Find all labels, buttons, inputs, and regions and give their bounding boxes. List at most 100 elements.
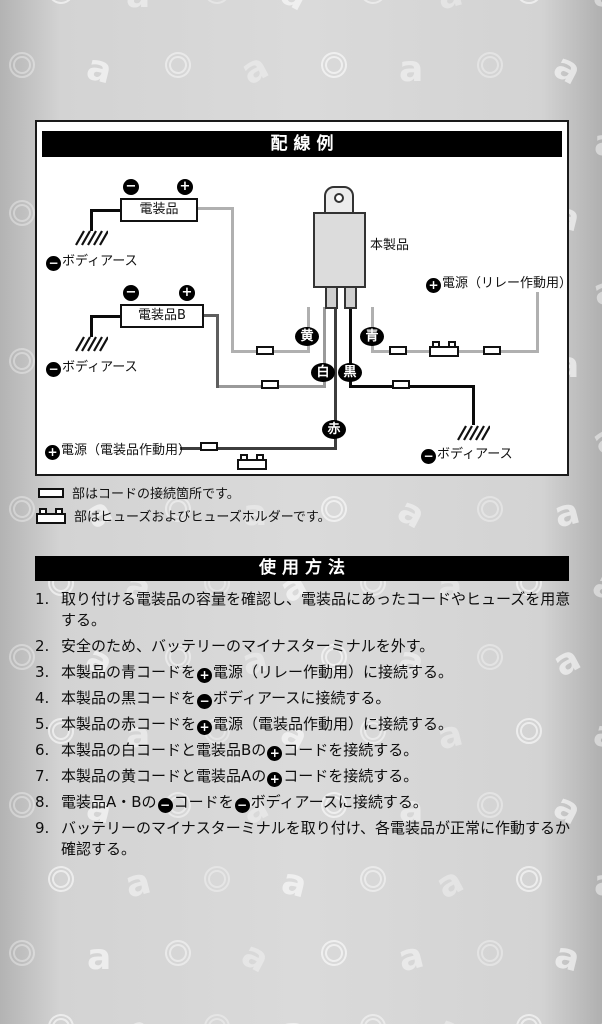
usage-step-2: 2. 安全のため、バッテリーのマイナスターミナルを外す。	[35, 636, 575, 657]
black-connector	[392, 380, 410, 389]
product-label: 本製品	[370, 238, 410, 253]
red-connector	[200, 442, 218, 451]
plus-circle-icon: +	[197, 720, 213, 735]
comp-b-minus-terminal-icon: −	[123, 285, 139, 301]
fuse-body	[237, 459, 267, 470]
black-ground-wire	[472, 385, 475, 425]
step-number: 9.	[35, 819, 50, 837]
step-text: 本製品の青コードを+電源（リレー作動用）に接続する。	[61, 663, 454, 683]
white-wire-relay	[323, 307, 326, 388]
red-wire-row	[180, 447, 337, 450]
black-wire-row	[349, 385, 475, 388]
legend-fuse-text: 部はヒューズおよびヒューズホルダーです。	[74, 510, 331, 525]
black-wire-relay	[349, 307, 352, 388]
fuse-symbol-icon	[36, 507, 66, 524]
step-text: 本製品の黄コードと電装品Aの+コードを接続する。	[61, 767, 419, 787]
usage-step-3: 3. 本製品の青コードを+電源（リレー作動用）に接続する。	[35, 662, 575, 683]
usage-title: 使用方法	[259, 558, 351, 578]
component-a-label: 電装品	[139, 202, 179, 217]
connector-symbol-icon	[38, 487, 64, 498]
comp-a-ground-wire-h	[90, 209, 120, 212]
usage-title-bar: 使用方法	[35, 556, 569, 581]
usage-step-6: 6. 本製品の白コードと電装品Bの+コードを接続する。	[35, 740, 575, 761]
usage-step-1: 1. 取り付ける電装品の容量を確認し、電装品にあったコードやヒューズを用意する。	[35, 589, 575, 631]
minus-circle-icon: −	[46, 362, 61, 377]
minus-circle-icon: −	[197, 694, 213, 709]
comp-b-ground-wire-v	[90, 315, 93, 337]
step-text: 本製品の赤コードを+電源（電装品作動用）に接続する。	[61, 715, 454, 735]
right-ground-icon	[456, 423, 491, 443]
component-b-box: 電装品B	[120, 304, 204, 328]
diagram-title-bar: 配線例	[42, 131, 562, 157]
wiring-diagram-panel: 配線例 − + 電装品 −ボディアース	[35, 120, 572, 476]
legend-fuse-row: 部はヒューズおよびヒューズホルダーです。	[36, 506, 331, 525]
yellow-wire-badge: 黄	[295, 327, 319, 346]
red-wire-badge: 赤	[322, 420, 346, 439]
plus-circle-icon: +	[267, 772, 283, 787]
fuse-body	[36, 512, 66, 524]
component-a-box: 電装品	[120, 198, 198, 222]
usage-step-4: 4. 本製品の黒コードを−ボディアースに接続する。	[35, 688, 575, 709]
step-text: 電装品A・Bの−コードを−ボディアースに接続する。	[61, 793, 428, 813]
minus-circle-icon: −	[157, 798, 173, 813]
step-number: 3.	[35, 663, 50, 681]
comp-b-plus-terminal-icon: +	[179, 285, 195, 301]
compb-plus-wire-drop	[216, 314, 219, 388]
blue-connector-2	[483, 346, 501, 355]
step-text: バッテリーのマイナスターミナルを取り付け、各電装品が正常に作動するか確認する。	[61, 819, 570, 858]
red-fuse-icon	[237, 454, 267, 470]
comp-a-ground-icon	[74, 228, 109, 248]
component-b-label: 電装品B	[138, 308, 186, 323]
usage-steps: 1. 取り付ける電装品の容量を確認し、電装品にあったコードやヒューズを用意する。…	[35, 589, 575, 865]
plus-circle-icon: +	[267, 746, 283, 761]
step-number: 7.	[35, 767, 50, 785]
relay-prong-left	[325, 286, 338, 309]
blue-fuse-icon	[429, 341, 459, 357]
step-number: 6.	[35, 741, 50, 759]
usage-step-5: 5. 本製品の赤コードを+電源（電装品作動用）に接続する。	[35, 714, 575, 735]
step-number: 2.	[35, 637, 50, 655]
red-wire-relay	[334, 307, 337, 450]
relay-mount-hole	[334, 193, 344, 203]
right-ground-label: −ボディアース	[420, 443, 513, 464]
white-connector	[261, 380, 279, 389]
usage-step-9: 9. バッテリーのマイナスターミナルを取り付け、各電装品が正常に作動するか確認す…	[35, 818, 575, 860]
blue-wire-badge: 青	[360, 327, 384, 346]
usage-step-8: 8. 電装品A・Bの−コードを−ボディアースに接続する。	[35, 792, 575, 813]
comp-b-ground-icon	[74, 334, 109, 354]
yellow-wire-drop	[231, 207, 234, 353]
plus-circle-icon: +	[197, 668, 213, 683]
plus-circle-icon: +	[45, 445, 60, 460]
white-wire-badge: 白	[311, 363, 335, 382]
relay-prong-right	[344, 286, 357, 309]
compb-plus-wire-feed	[202, 314, 219, 317]
yellow-wire-feed	[198, 207, 234, 210]
relay-power-label: +電源（リレー作動用）	[425, 272, 572, 293]
blue-connector-1	[389, 346, 407, 355]
comp-a-plus-terminal-icon: +	[177, 179, 193, 195]
comp-a-ground-label: −ボディアース	[45, 250, 138, 271]
comp-a-ground-wire-v	[90, 209, 93, 231]
step-number: 5.	[35, 715, 50, 733]
comp-a-minus-terminal-icon: −	[123, 179, 139, 195]
diagram-title: 配線例	[270, 134, 340, 154]
step-number: 4.	[35, 689, 50, 707]
usage-step-7: 7. 本製品の黄コードと電装品Aの+コードを接続する。	[35, 766, 575, 787]
relay-body	[313, 212, 366, 288]
accessory-power-label: +電源（電装品作動用）	[44, 439, 191, 460]
relay-power-wire	[536, 292, 539, 353]
step-text: 本製品の白コードと電装品Bの+コードを接続する。	[61, 741, 419, 761]
yellow-connector	[256, 346, 274, 355]
step-text: 安全のため、バッテリーのマイナスターミナルを外す。	[61, 637, 435, 655]
comp-b-ground-label: −ボディアース	[45, 356, 138, 377]
legend-connector-row: 部はコードの接続箇所です。	[38, 483, 240, 502]
step-number: 8.	[35, 793, 50, 811]
minus-circle-icon: −	[421, 449, 436, 464]
relay-tab	[324, 186, 354, 214]
plus-circle-icon: +	[426, 278, 441, 293]
legend-connector-text: 部はコードの接続箇所です。	[72, 487, 240, 502]
minus-circle-icon: −	[234, 798, 250, 813]
step-number: 1.	[35, 590, 50, 608]
